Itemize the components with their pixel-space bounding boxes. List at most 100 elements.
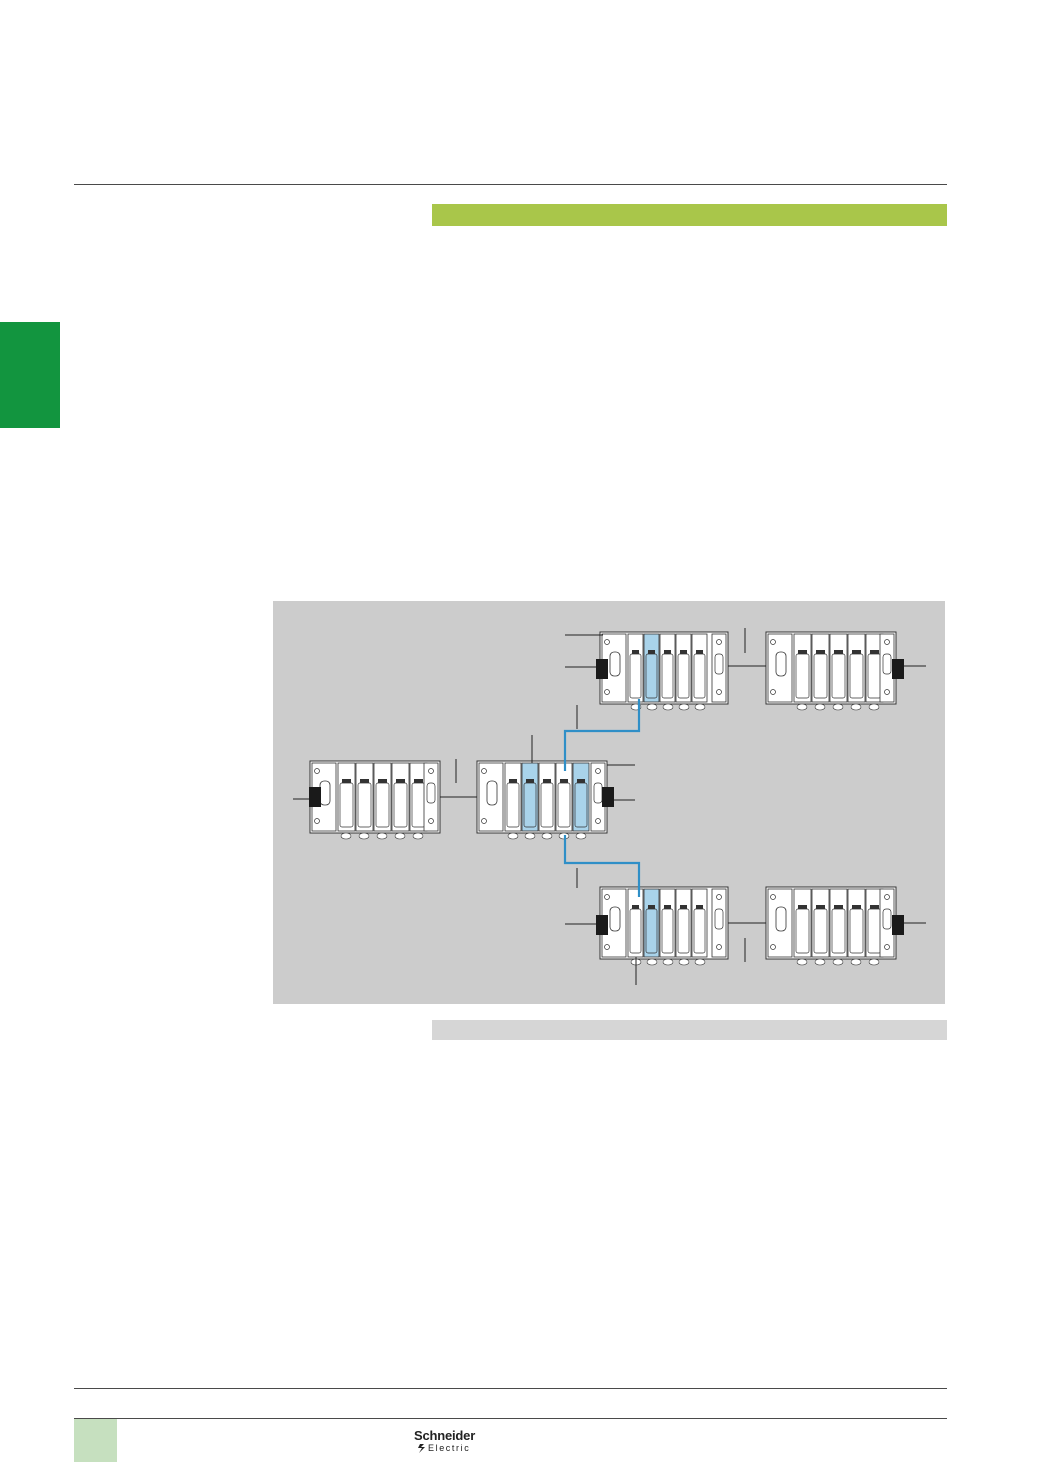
terminator-icon	[596, 915, 608, 935]
module-led-strip	[509, 779, 517, 783]
module-foot	[646, 958, 658, 966]
module-terminal-block	[540, 782, 554, 828]
module-terminal-block	[629, 653, 642, 699]
module-terminal-block	[795, 653, 810, 699]
module-terminal-block	[831, 908, 846, 954]
connector-port-icon	[775, 906, 787, 932]
module-terminal-block	[849, 653, 864, 699]
module-foot	[394, 832, 406, 840]
module-foot	[850, 958, 862, 966]
screw-icon	[884, 944, 890, 950]
module-led-strip	[798, 905, 807, 909]
module-terminal-block	[339, 782, 354, 828]
module-terminal-block	[506, 782, 520, 828]
schneider-electric-logo: Schneider Electric	[414, 1428, 494, 1456]
module-terminal-block	[795, 908, 810, 954]
plc-rack-icon	[765, 886, 897, 966]
footer-rule-upper	[74, 1388, 947, 1389]
screw-icon	[770, 894, 776, 900]
module-terminal-block	[661, 653, 674, 699]
caption-bar	[432, 1020, 947, 1040]
plc-rack-icon	[765, 631, 897, 711]
module-foot	[575, 832, 587, 840]
terminator-icon	[602, 787, 614, 807]
module-foot	[868, 958, 880, 966]
screw-icon	[314, 768, 320, 774]
module-terminal-block	[411, 782, 426, 828]
module-foot	[358, 832, 370, 840]
module-terminal-block	[813, 653, 828, 699]
screw-icon	[884, 894, 890, 900]
module-terminal-block	[557, 782, 571, 828]
screw-icon	[428, 818, 434, 824]
network-cable-icon	[563, 835, 641, 897]
module-led-strip	[378, 779, 387, 783]
screw-icon	[770, 689, 776, 695]
module-foot	[662, 703, 674, 711]
module-terminal-block	[867, 908, 882, 954]
plc-rack-icon	[476, 760, 608, 840]
plc-rack-icon	[599, 886, 729, 966]
module-terminal-block	[574, 782, 588, 828]
module-led-strip	[632, 650, 639, 654]
module-led-strip	[798, 650, 807, 654]
module-foot	[694, 703, 706, 711]
connector-port-icon	[609, 906, 621, 932]
module-led-strip	[664, 905, 671, 909]
module-foot	[814, 958, 826, 966]
module-terminal-block	[523, 782, 537, 828]
plc-rack-icon	[309, 760, 441, 840]
module-foot	[796, 703, 808, 711]
module-terminal-block	[693, 908, 706, 954]
module-led-strip	[342, 779, 351, 783]
screw-icon	[481, 818, 487, 824]
connector-port-icon	[775, 651, 787, 677]
screw-icon	[604, 689, 610, 695]
screw-icon	[595, 818, 601, 824]
module-led-strip	[680, 905, 687, 909]
module-led-strip	[632, 905, 639, 909]
screw-icon	[604, 944, 610, 950]
connector-port-icon	[882, 908, 892, 930]
screw-icon	[884, 689, 890, 695]
power-supply-module	[601, 888, 627, 958]
module-led-strip	[648, 650, 655, 654]
brand-mark-icon	[418, 1444, 425, 1453]
module-foot	[541, 832, 553, 840]
module-terminal-block	[645, 653, 658, 699]
module-foot	[678, 703, 690, 711]
network-diagram-panel	[273, 601, 945, 1004]
module-led-strip	[648, 905, 655, 909]
connector-port-icon	[714, 653, 724, 675]
module-foot	[832, 958, 844, 966]
module-led-strip	[816, 905, 825, 909]
screw-icon	[770, 944, 776, 950]
module-led-strip	[414, 779, 423, 783]
connector-port-icon	[426, 782, 436, 804]
module-led-strip	[696, 650, 703, 654]
module-led-strip	[560, 779, 568, 783]
module-terminal-block	[831, 653, 846, 699]
connector-port-icon	[882, 653, 892, 675]
module-led-strip	[526, 779, 534, 783]
connector-port-icon	[319, 780, 331, 806]
connector-port-icon	[486, 780, 498, 806]
module-terminal-block	[629, 908, 642, 954]
power-supply-module	[767, 888, 793, 958]
module-foot	[694, 958, 706, 966]
terminator-icon	[892, 659, 904, 679]
module-foot	[868, 703, 880, 711]
screw-icon	[716, 894, 722, 900]
header-rule	[74, 184, 947, 185]
module-terminal-block	[867, 653, 882, 699]
terminator-icon	[309, 787, 321, 807]
screw-icon	[716, 944, 722, 950]
module-led-strip	[680, 650, 687, 654]
module-terminal-block	[357, 782, 372, 828]
screw-icon	[716, 639, 722, 645]
module-led-strip	[577, 779, 585, 783]
module-foot	[850, 703, 862, 711]
screw-icon	[314, 818, 320, 824]
module-foot	[412, 832, 424, 840]
module-foot	[524, 832, 536, 840]
